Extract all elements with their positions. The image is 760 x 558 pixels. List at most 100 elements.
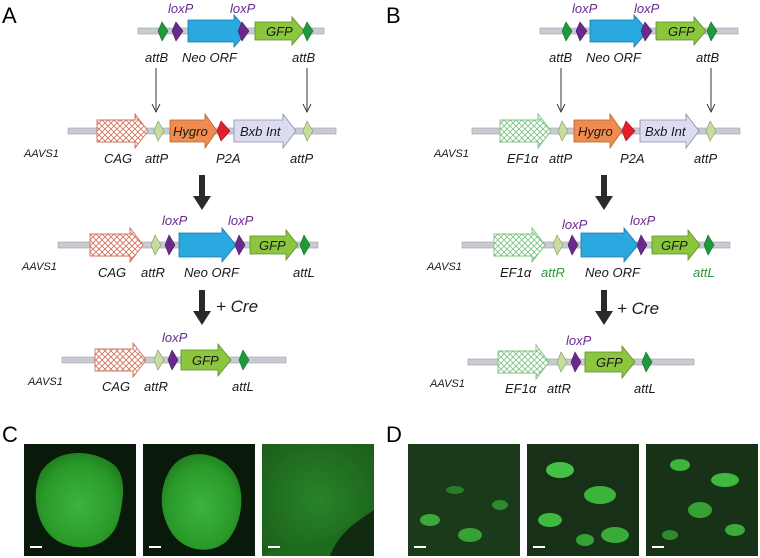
loxp-site (570, 351, 582, 373)
process-arrow (199, 175, 205, 199)
hygro-label: Hygro (173, 124, 208, 139)
arrow-head (706, 103, 716, 113)
aavs1-label: AAVS1 (27, 376, 63, 388)
gfp-label: GFP (259, 238, 286, 253)
process-arrow-head (595, 196, 613, 210)
attb-label: attB (292, 50, 315, 65)
scale-bar (652, 546, 664, 548)
process-arrow (199, 290, 205, 314)
micrograph-c2 (143, 444, 255, 556)
process-arrow-head (193, 311, 211, 325)
bxb-int-arrow (233, 112, 297, 150)
p2a-site (216, 120, 231, 142)
attb-site (157, 21, 169, 42)
attp-label: attP (290, 151, 313, 166)
cell-cluster (584, 486, 616, 504)
attp-label: attP (694, 151, 717, 166)
colony (262, 444, 374, 556)
panel-d (408, 444, 758, 556)
cell-cluster (420, 514, 440, 526)
scale-bar (533, 546, 545, 548)
integrated-construct-a: GFP loxP loxP AAVS1 CAG attR Neo ORF att… (21, 213, 319, 280)
gfp-arrow (254, 15, 305, 47)
aavs1-label: AAVS1 (23, 148, 59, 160)
cell-cluster (725, 524, 745, 536)
gfp-arrow (651, 228, 701, 262)
gfp-arrow (180, 342, 232, 378)
ef1a-promoter-arrow (497, 343, 550, 381)
cell-cluster (601, 527, 629, 543)
arrow-head (151, 103, 161, 113)
attb-site (706, 21, 718, 42)
aavs1-label: AAVS1 (426, 261, 462, 273)
ef1a-promoter-arrow (493, 226, 546, 264)
loxp-site (167, 349, 179, 371)
process-arrow-head (193, 196, 211, 210)
loxp-site (237, 21, 250, 42)
micrograph-c3 (262, 444, 374, 556)
cell-cluster (546, 462, 574, 478)
neo-orf-arrow (589, 13, 649, 49)
cell-cluster (446, 486, 464, 494)
attl-label: attL (693, 265, 715, 280)
p2a-site (621, 120, 636, 142)
landing-pad-b: Hygro Bxb Int AAVS1 EF1α attP P2A attP (433, 112, 741, 166)
panel-label-d: D (386, 422, 402, 447)
neo-label: Neo ORF (182, 50, 238, 65)
dark-region (330, 510, 374, 556)
loxp-site (164, 234, 176, 256)
bxb-int-arrow (639, 112, 700, 150)
attp-site (153, 120, 165, 142)
cell-cluster (670, 459, 690, 471)
panel-label-a: A (2, 3, 17, 28)
cell-cluster (662, 530, 678, 540)
cag-label: CAG (98, 265, 126, 280)
attl-site (703, 234, 715, 256)
arrow-head (302, 103, 312, 113)
micrograph-d3 (646, 444, 758, 556)
p2a-label: P2A (216, 151, 241, 166)
gfp-arrow (249, 228, 299, 262)
attb-label: attB (549, 50, 572, 65)
process-arrow (601, 290, 607, 314)
attr-site (150, 234, 162, 256)
attl-site (238, 349, 250, 371)
loxp-label: loxP (562, 217, 588, 232)
gfp-label: GFP (192, 353, 219, 368)
cag-promoter-arrow (89, 226, 144, 264)
hygro-label: Hygro (578, 124, 613, 139)
attl-label: attL (293, 265, 315, 280)
cag-label: CAG (102, 379, 130, 394)
loxp-label: loxP (230, 1, 256, 16)
panel-b: GFP loxP loxP attB Neo ORF attB Hygro Bx… (426, 1, 741, 396)
loxp-site (640, 21, 653, 42)
attp-label: attP (549, 151, 572, 166)
attr-label: attR (144, 379, 168, 394)
micrograph-d2 (527, 444, 639, 556)
neo-label: Neo ORF (184, 265, 240, 280)
panel-c (24, 444, 374, 556)
integrated-construct-b: GFP loxP loxP AAVS1 EF1α attR Neo ORF at… (426, 213, 731, 280)
loxp-site (234, 234, 246, 256)
gfp-label: GFP (596, 355, 623, 370)
aavs1-label: AAVS1 (21, 261, 57, 273)
attr-label: attR (547, 381, 571, 396)
micrograph-background (646, 444, 758, 556)
panel-a: GFP loxP loxP attB Neo ORF attB Hygro Bx… (21, 1, 337, 394)
attb-label: attB (145, 50, 168, 65)
loxp-site (567, 234, 579, 256)
landing-pad-a: Hygro Bxb Int AAVS1 CAG attP P2A attP (23, 112, 337, 166)
loxp-label: loxP (630, 213, 656, 228)
arrow-head (556, 103, 566, 113)
attl-site (641, 351, 653, 373)
attr-site (153, 349, 165, 371)
bxb-int-label: Bxb Int (240, 124, 282, 139)
process-arrow (601, 175, 607, 199)
gfp-label: GFP (668, 24, 695, 39)
attp-site (705, 120, 717, 142)
loxp-label: loxP (572, 1, 598, 16)
scale-bar (268, 546, 280, 548)
gfp-arrow (584, 344, 636, 380)
attp-site (302, 120, 314, 142)
cag-promoter-arrow (96, 112, 149, 150)
